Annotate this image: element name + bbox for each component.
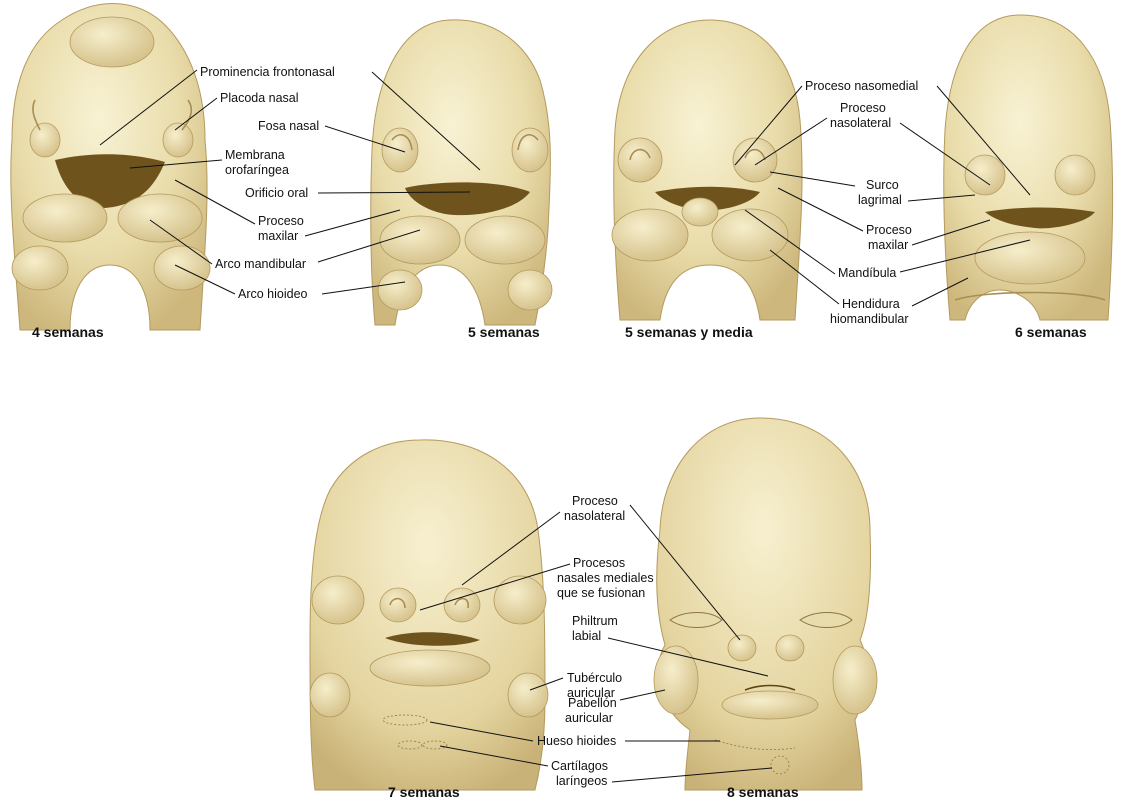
label-proceso-nasolateral-2b: nasolateral: [564, 509, 625, 523]
label-orificio-oral: Orificio oral: [245, 186, 308, 200]
nostril-right-8w: [776, 635, 804, 661]
label-arco-mandibular: Arco mandibular: [215, 257, 306, 271]
embryo-8w-body: [657, 418, 871, 790]
label-proceso-maxilar-a: Proceso: [258, 214, 304, 228]
label-proceso-nasomedial: Proceso nasomedial: [805, 79, 918, 93]
frontonasal-bulge-4w: [70, 17, 154, 67]
panel-7-weeks: 7 semanas: [310, 440, 548, 800]
label-philtrum-b: labial: [572, 629, 601, 643]
panel-8-weeks: 8 semanas: [654, 418, 877, 800]
label-proceso-maxilar-b: maxilar: [258, 229, 298, 243]
mandible-center-55w: [682, 198, 718, 226]
caption-6-weeks: 6 semanas: [1015, 324, 1087, 340]
mandible-left-55w: [612, 209, 688, 261]
nasal-pit-right-6w: [1055, 155, 1095, 195]
label-philtrum-a: Philtrum: [572, 614, 618, 628]
panel-6-weeks: 6 semanas: [944, 15, 1113, 340]
label-hendidura-b: hiomandibular: [830, 312, 909, 326]
lower-lip-8w: [722, 691, 818, 719]
nasal-pit-left-6w: [965, 155, 1005, 195]
lower-lip-7w: [370, 650, 490, 686]
label-proceso-nasolateral-a: Proceso: [840, 101, 886, 115]
label-hueso-hioides: Hueso hioides: [537, 734, 616, 748]
label-hendidura-a: Hendidura: [842, 297, 900, 311]
label-proceso-nasolateral-2a: Proceso: [572, 494, 618, 508]
mandibular-arch-right-5w: [465, 216, 545, 264]
mandibular-arch-left-5w: [380, 216, 460, 264]
label-pabellon-b: auricular: [565, 711, 613, 725]
label-procesos-nasales-b: nasales mediales: [557, 571, 654, 585]
caption-4-weeks: 4 semanas: [32, 324, 104, 340]
eye-left-7w: [312, 576, 364, 624]
label-fosa-nasal: Fosa nasal: [258, 119, 319, 133]
panel-5-weeks: 5 semanas: [371, 20, 552, 340]
label-proceso-maxilar-2b: maxilar: [868, 238, 908, 252]
nasal-pit-left-55w: [618, 138, 662, 182]
label-prominencia-frontonasal: Prominencia frontonasal: [200, 65, 335, 79]
nasal-placode-left-4w: [30, 123, 60, 157]
label-surco-lagrimal-b: lagrimal: [858, 193, 902, 207]
label-mandibula: Mandíbula: [838, 266, 896, 280]
label-membrana-2: orofaríngea: [225, 163, 289, 177]
mandibular-arch-right-4w: [118, 194, 202, 242]
nostril-left-8w: [728, 635, 756, 661]
hyoid-arch-left-4w: [12, 246, 68, 290]
eye-right-7w: [494, 576, 546, 624]
mandible-6w: [975, 232, 1085, 284]
label-procesos-nasales-c: que se fusionan: [557, 586, 645, 600]
caption-5-5-weeks: 5 semanas y media: [625, 324, 753, 340]
label-proceso-nasolateral-b: nasolateral: [830, 116, 891, 130]
caption-5-weeks: 5 semanas: [468, 324, 540, 340]
hyoid-arch-right-5w: [508, 270, 552, 310]
panel-4-weeks: 4 semanas: [11, 4, 210, 340]
panel-5-5-weeks: 5 semanas y media: [612, 20, 802, 340]
nostril-left-7w: [380, 588, 416, 622]
label-arco-hioideo: Arco hioideo: [238, 287, 308, 301]
label-cartilagos-a: Cartílagos: [551, 759, 608, 773]
caption-8-weeks: 8 semanas: [727, 784, 799, 800]
mandibular-arch-left-4w: [23, 194, 107, 242]
hyoid-arch-left-5w: [378, 270, 422, 310]
auricle-left-8w: [654, 646, 698, 714]
auricular-tubercle-right-7w: [508, 673, 548, 717]
label-proceso-maxilar-2a: Proceso: [866, 223, 912, 237]
caption-7-weeks: 7 semanas: [388, 784, 460, 800]
label-cartilagos-b: laríngeos: [556, 774, 607, 788]
label-membrana-1: Membrana: [225, 148, 285, 162]
label-tuberculo-a: Tubérculo: [567, 671, 622, 685]
auricular-tubercle-left-7w: [310, 673, 350, 717]
label-procesos-nasales-a: Procesos: [573, 556, 625, 570]
label-surco-lagrimal-a: Surco: [866, 178, 899, 192]
mandible-right-55w: [712, 209, 788, 261]
label-pabellon-a: Pabellón: [568, 696, 617, 710]
label-placoda-nasal: Placoda nasal: [220, 91, 299, 105]
auricle-right-8w: [833, 646, 877, 714]
